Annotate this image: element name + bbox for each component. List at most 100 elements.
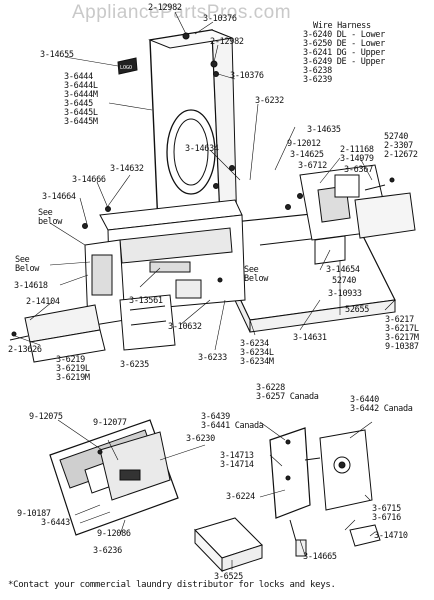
part-label: 3-6445 — [64, 99, 93, 109]
part-label: 52740 — [384, 132, 409, 142]
part-label: 52655 — [345, 305, 370, 315]
part-label: 3-6219M — [56, 373, 90, 383]
part-label: 2-11168 — [340, 145, 374, 155]
coin-bezel — [9, 239, 126, 363]
wire-harness-line: 3-6250 DE - Lower — [303, 39, 385, 49]
part-label: 3-6219 — [56, 355, 85, 365]
part-label: 3-6445M — [64, 117, 98, 127]
part-label: 3-6525 — [214, 572, 243, 582]
part-label: 3-6715 — [372, 504, 401, 514]
motor-bracket-assembly — [299, 164, 416, 265]
see-below-note: See Below — [15, 256, 39, 274]
part-label: 3-6234L — [240, 348, 274, 358]
part-label: 3-6444L — [64, 81, 98, 91]
part-label-group: 3-6219 3-6219L 3-6219M — [56, 356, 90, 383]
part-label: 3-14655 — [40, 50, 74, 60]
part-label: 3-14714 — [220, 460, 254, 470]
wire-harness-list: Wire Harness 3-6240 DL - Lower 3-6250 DE… — [303, 22, 385, 85]
part-label: 3-14710 — [374, 531, 408, 541]
note-text: below — [38, 217, 63, 227]
part-label: 3-14618 — [14, 281, 48, 291]
control-console — [99, 199, 246, 313]
screws — [82, 165, 303, 283]
part-label: 3-6442 Canada — [350, 404, 413, 414]
part-label: 3-6233 — [198, 353, 227, 363]
part-label: 3-14635 — [307, 125, 341, 135]
part-label: 3-6444M — [64, 90, 98, 100]
note-text: See — [244, 265, 259, 275]
part-label-group: 3-6715 3-6716 — [372, 505, 401, 523]
panel-badge: LOGO — [117, 57, 138, 75]
part-label-group: 3-6439 3-6441 Canada — [201, 413, 264, 431]
coin-tray — [194, 517, 263, 573]
part-label: 3-10632 — [168, 322, 202, 332]
part-label-group: 3-14713 3-14714 — [220, 452, 254, 470]
part-label: 2-12982 — [148, 3, 182, 13]
part-label: 3-6716 — [372, 513, 401, 523]
part-label: 9-10387 — [385, 342, 419, 352]
part-label: 3-6234 — [240, 339, 269, 349]
part-label: 3-6217 — [385, 315, 414, 325]
part-label: 3-6224 — [226, 492, 255, 502]
part-label: 3-6217M — [385, 333, 419, 343]
part-label-group: 3-6217 3-6217L 3-6217M 9-10387 — [385, 316, 419, 352]
leader-lines-upper — [14, 11, 396, 351]
part-label: 3-6445L — [64, 108, 98, 118]
part-label-group: 3-6228 3-6257 Canada — [256, 384, 319, 402]
part-label: 3-6257 Canada — [256, 392, 319, 402]
lock-latch-assembly — [259, 421, 381, 557]
wire-harness-line: 3-6249 DE - Upper — [303, 57, 385, 67]
see-below-note: See Below — [244, 266, 268, 284]
note-text: Below — [244, 274, 269, 284]
part-label: 3-6230 — [186, 434, 215, 444]
part-label: 2-14104 — [26, 297, 60, 307]
part-label-group: 3-6440 3-6442 Canada — [350, 396, 413, 414]
part-label: 3-6439 — [201, 412, 230, 422]
part-label: 2-12672 — [384, 150, 418, 160]
circuit-board-assembly — [49, 419, 206, 536]
part-label: 9-12086 — [97, 529, 131, 539]
part-label: 2-13626 — [8, 345, 42, 355]
part-label: 9-10187 — [17, 509, 51, 519]
part-label: 3-14634 — [185, 144, 219, 154]
part-label: 9-12075 — [29, 412, 63, 422]
part-label: 9-12012 — [287, 139, 321, 149]
watermark: AppliancePartsPros.com — [72, 2, 292, 23]
wire-harness-title: Wire Harness — [313, 21, 371, 31]
part-label: 3-6443 — [41, 518, 70, 528]
wire-harness-line: 3-6238 — [303, 66, 332, 76]
see-below-note: See below — [38, 209, 62, 227]
part-label: 2-12982 — [210, 37, 244, 47]
part-label: 3-6228 — [256, 383, 285, 393]
part-label: 3-6217L — [385, 324, 419, 334]
part-label: 3-13561 — [129, 296, 163, 306]
part-label: 3-14666 — [72, 175, 106, 185]
part-label: 3-10933 — [328, 289, 362, 299]
part-label: 3-14631 — [293, 333, 327, 343]
part-label: 3-14713 — [220, 451, 254, 461]
trim-strip — [119, 294, 176, 351]
part-label: 3-14664 — [42, 192, 76, 202]
part-label: 3-6444 — [64, 72, 93, 82]
part-label: 3-6236 — [93, 546, 122, 556]
svg-text:LOGO: LOGO — [120, 65, 132, 71]
part-label: 3-6235 — [120, 360, 149, 370]
part-label: 3-6234M — [240, 357, 274, 367]
part-label: 3-10376 — [230, 71, 264, 81]
wire-harness-line: 3-6241 DG - Upper — [303, 48, 385, 58]
wire-harness-line: 3-6240 DL - Lower — [303, 30, 385, 40]
part-label: 3-14625 — [290, 150, 324, 160]
note-text: See — [15, 255, 30, 265]
part-label: 3-6712 — [298, 161, 327, 171]
part-label: 3-14654 — [326, 265, 360, 275]
note-text: Below — [15, 264, 40, 274]
footnote: *Contact your commercial laundry distrib… — [8, 580, 336, 590]
part-label: 3-14979 — [340, 154, 374, 164]
part-label: 3-14665 — [303, 552, 337, 562]
part-label-group: 3-6234 3-6234L 3-6234M — [240, 340, 274, 367]
part-label: 52740 — [332, 276, 357, 286]
part-label: 9-12077 — [93, 418, 127, 428]
part-label: 2-3307 — [384, 141, 413, 151]
part-label: 3-6232 — [255, 96, 284, 106]
